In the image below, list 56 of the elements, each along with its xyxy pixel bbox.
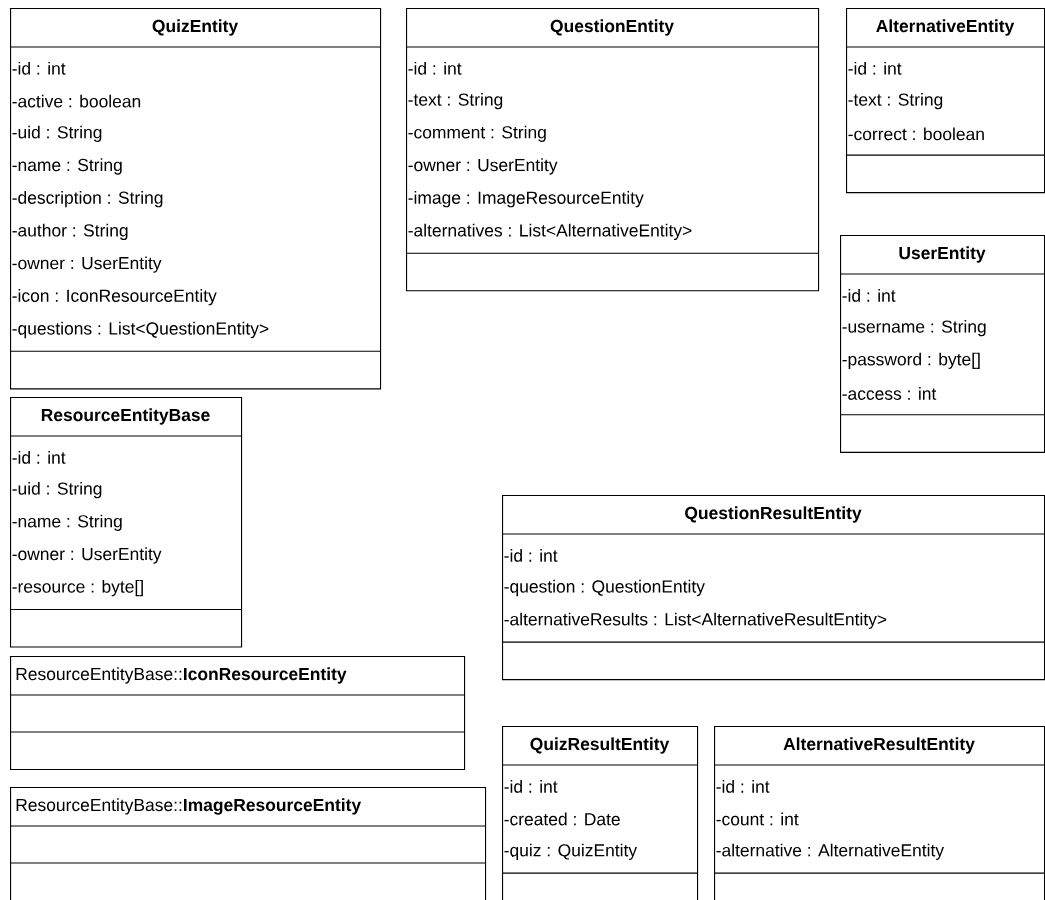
class-name: QuizResultEntity — [530, 737, 670, 754]
attribute-text: -count : int — [716, 812, 799, 826]
class-name: ResourceEntityBase::ImageResourceEntity — [16, 798, 362, 815]
attribute-text: -active : boolean — [12, 94, 141, 108]
attribute-text: -created : Date — [504, 812, 620, 826]
class-name: AlternativeEntity — [876, 19, 1015, 36]
class-box — [405, 8, 820, 292]
attribute-text: -uid : String — [12, 481, 102, 499]
class-name: QuestionResultEntity — [685, 506, 862, 523]
attribute-text: -access : int — [842, 387, 937, 400]
class-box — [9, 8, 382, 390]
attribute-text: -id : int — [12, 61, 66, 75]
attribute-text: -alternative : AlternativeEntity — [716, 843, 944, 860]
attribute-text: -name : String — [12, 514, 122, 531]
attribute-text: -alternativeResults : List<AlternativeResultEntity> — [504, 612, 887, 629]
attribute-text: -correct : boolean — [848, 127, 984, 141]
attribute-text: -questions : List<QuestionEntity> — [12, 321, 269, 339]
attribute-text: -name : String — [12, 158, 122, 175]
attribute-text: -text : String — [408, 92, 503, 110]
attribute-text: -id : int — [408, 61, 462, 75]
attribute-text: -description : String — [12, 191, 163, 208]
class-box — [9, 787, 487, 900]
attribute-text: -id : int — [504, 780, 558, 793]
attribute-text: -id : int — [842, 289, 896, 302]
attribute-text: -uid : String — [12, 125, 102, 142]
attribute-text: -id : int — [716, 780, 770, 793]
class-box — [839, 235, 1045, 453]
attribute-text: -password : byte[] — [842, 352, 980, 369]
attribute-text: -author : String — [12, 223, 128, 241]
attribute-text: -owner : UserEntity — [12, 256, 162, 273]
attribute-text: -text : String — [848, 92, 943, 110]
attribute-text: -icon : IconResourceEntity — [12, 289, 217, 306]
class-name: ResourceEntityBase — [41, 408, 210, 425]
attribute-text: -id : int — [504, 549, 558, 562]
class-box — [9, 656, 466, 771]
class-box — [713, 726, 1045, 900]
class-box — [501, 495, 1045, 681]
attribute-text: -comment : String — [408, 125, 546, 142]
class-box — [9, 397, 243, 648]
attribute-text: -quiz : QuizEntity — [504, 843, 638, 860]
attribute-text: -image : ImageResourceEntity — [408, 191, 644, 208]
attribute-text: -username : String — [842, 319, 986, 337]
attribute-text: -owner : UserEntity — [12, 547, 162, 564]
class-box — [845, 8, 1045, 194]
class-name: QuestionEntity — [550, 19, 674, 36]
class-name: ResourceEntityBase::IconResourceEntity — [16, 667, 347, 684]
attribute-text: -id : int — [12, 451, 66, 464]
attribute-text: -resource : byte[] — [12, 579, 143, 597]
attribute-text: -alternatives : List<AlternativeEntity> — [408, 223, 692, 241]
class-name: AlternativeResultEntity — [783, 737, 975, 754]
class-name: QuizEntity — [152, 19, 239, 36]
class-name: UserEntity — [899, 246, 986, 263]
attribute-text: -id : int — [848, 61, 902, 75]
attribute-text: -owner : UserEntity — [408, 158, 558, 175]
attribute-text: -question : QuestionEntity — [504, 579, 705, 597]
class-box — [501, 726, 699, 900]
